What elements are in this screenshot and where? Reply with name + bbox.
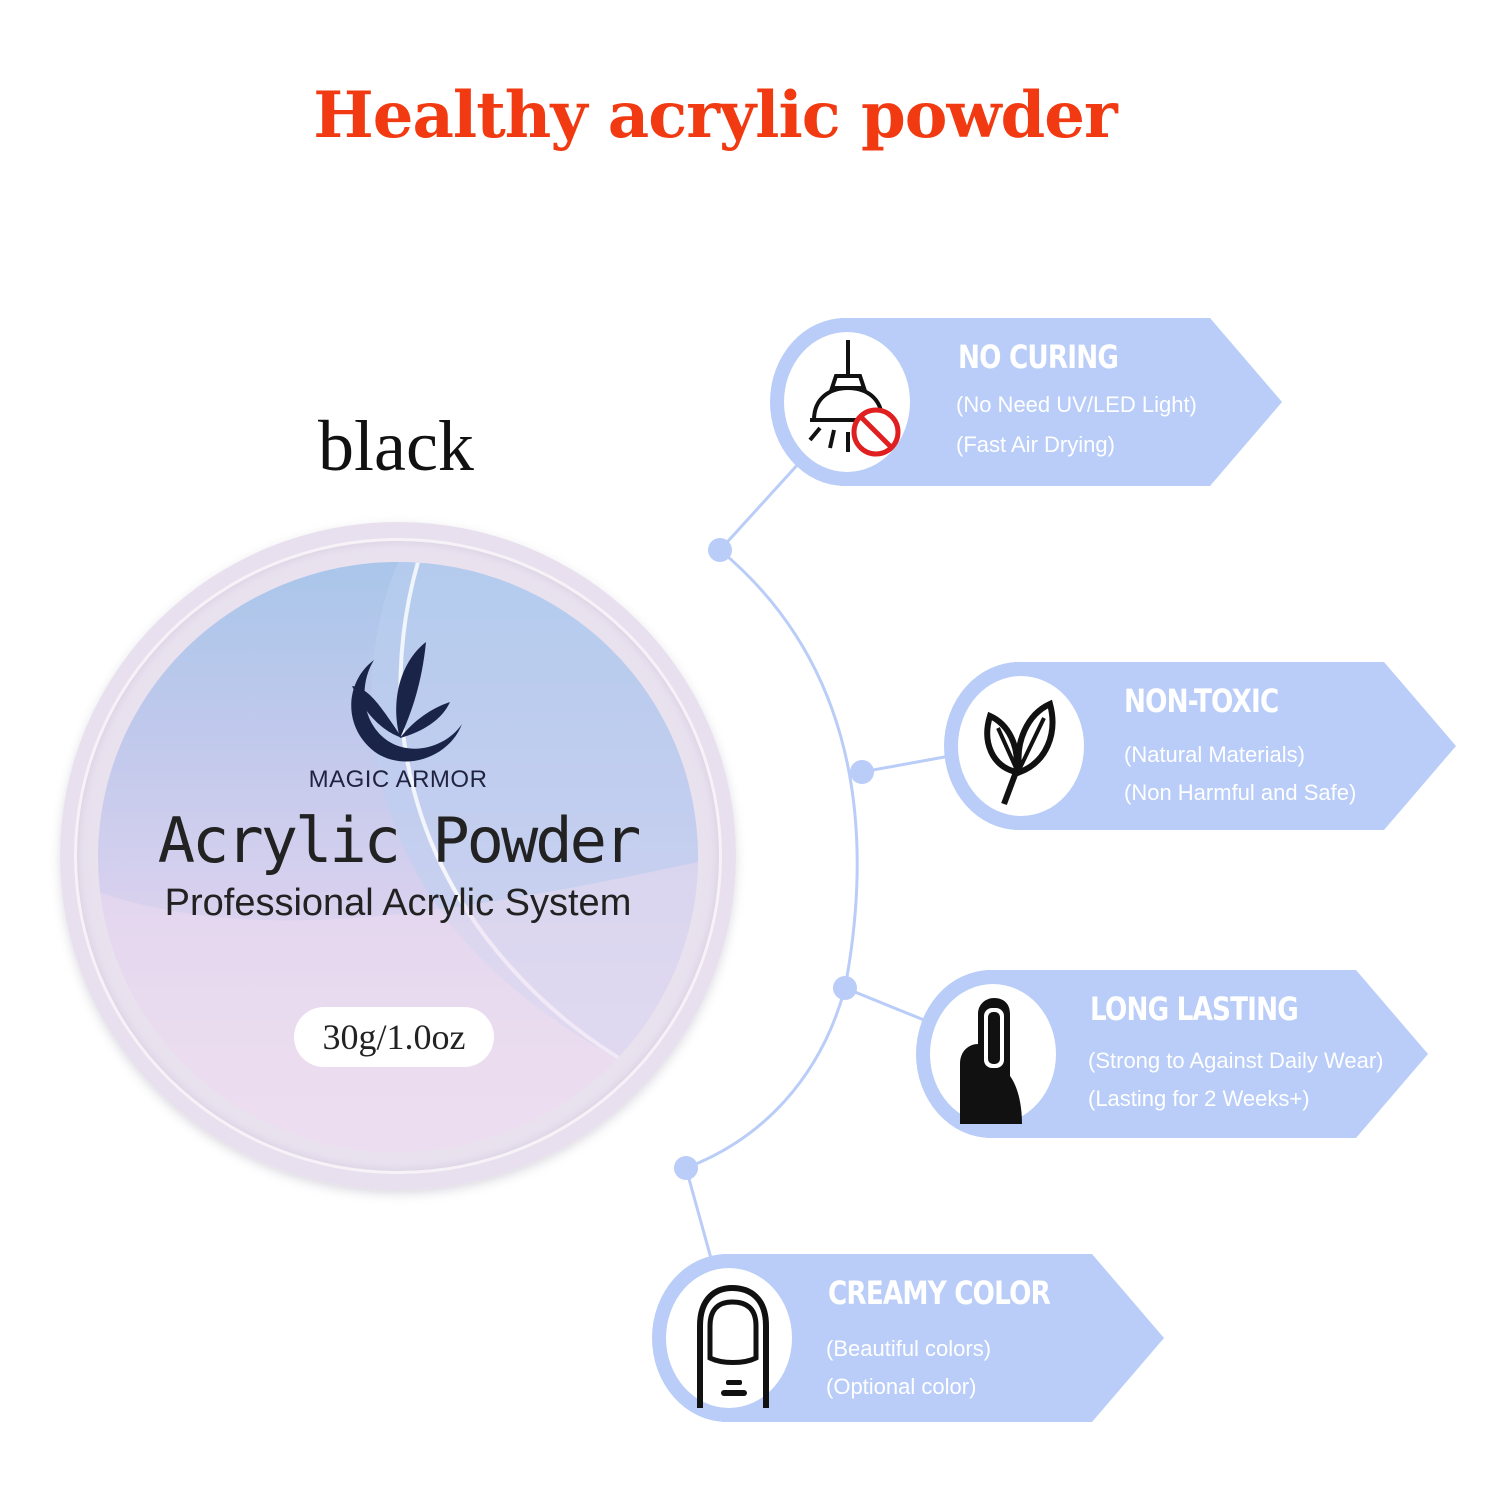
fingertip-icon [697,1284,769,1408]
feature-no-curing: NO CURING (No Need UV/LED Light) (Fast A… [770,318,1282,486]
feature-icon-disc [944,662,1094,830]
connector-dot [708,538,732,562]
lamp-no-uv-icon [808,340,901,457]
feature-title: CREAMY COLOR [828,1274,1051,1312]
feature-title: NO CURING [958,338,1119,376]
product-jar: MAGIC ARMOR Acrylic Powder Professional … [60,522,736,1190]
brand-name: MAGIC ARMOR [308,766,488,793]
feature-non-toxic: NON-TOXIC (Natural Materials) (Non Harmf… [944,662,1456,830]
connector-dot [674,1156,698,1180]
leaves-icon [984,699,1056,806]
feature-line: (Optional color) [826,1374,977,1399]
product-subtitle: Professional Acrylic System [164,882,632,924]
feature-banner [1014,662,1456,830]
feature-icon-disc [770,318,920,486]
feature-creamy-color: CREAMY COLOR (Beautiful colors) (Optiona… [652,1254,1164,1422]
feature-banner [722,1254,1164,1422]
butterfly-logo-icon [351,642,462,762]
jar-label: MAGIC ARMOR Acrylic Powder Professional … [98,562,698,1152]
feature-line: (Non Harmful and Safe) [1124,780,1357,805]
feature-line: (Strong to Against Daily Wear) [1088,1048,1384,1073]
feature-banner [986,970,1428,1138]
connector-dot [833,976,857,1000]
feature-line: (Beautiful colors) [826,1336,992,1361]
connector-dot [850,760,874,784]
feature-icon-disc [916,970,1066,1138]
feature-long-lasting: LONG LASTING (Strong to Against Daily We… [916,970,1428,1138]
feature-banner [840,318,1282,486]
fingernail-icon [960,998,1022,1124]
feature-line: (Natural Materials) [1124,742,1305,767]
feature-line: (Fast Air Drying) [956,432,1115,457]
weight-badge: 30g/1.0oz [294,1007,494,1067]
headline: Healthy acrylic powder [313,78,1117,153]
feature-line: (Lasting for 2 Weeks+) [1088,1086,1310,1111]
product-name: Acrylic Powder [157,804,642,877]
feature-icon-disc [652,1254,802,1422]
color-label: black [318,406,474,486]
feature-line: (No Need UV/LED Light) [956,392,1197,417]
feature-title: LONG LASTING [1090,990,1299,1028]
feature-title: NON-TOXIC [1124,682,1279,720]
